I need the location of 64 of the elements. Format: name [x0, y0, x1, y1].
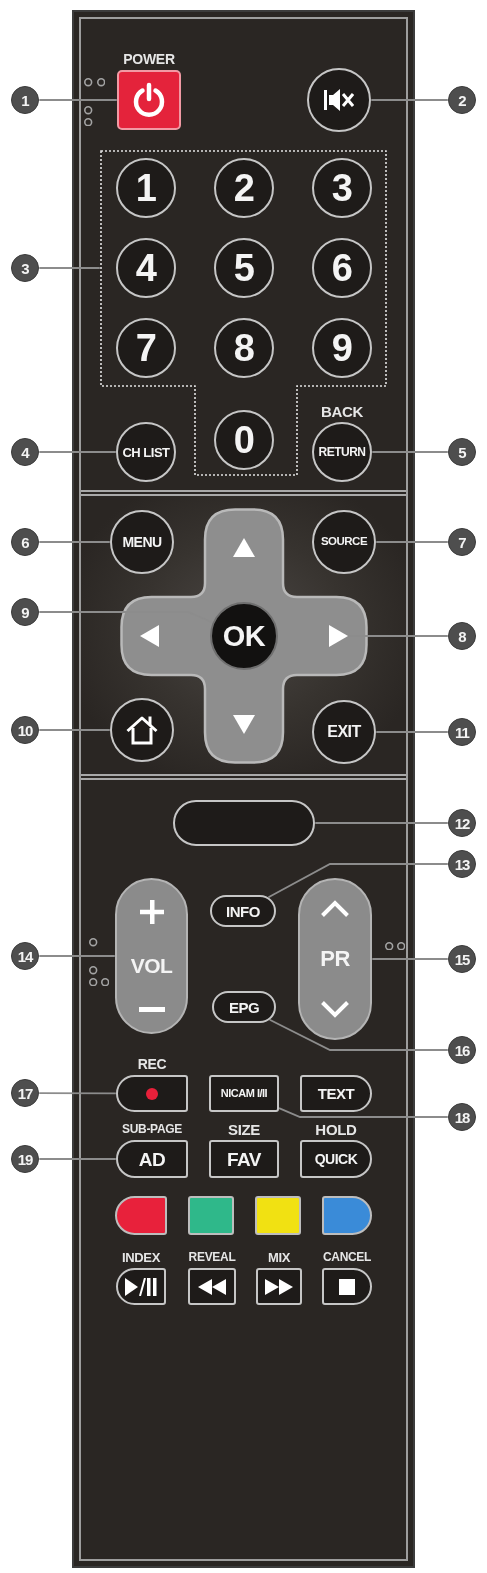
callout-number: 18 — [448, 1103, 476, 1131]
leader-line — [38, 1158, 117, 1160]
up-arrow-icon — [233, 538, 255, 557]
callout-number: 15 — [448, 945, 476, 973]
leader-line — [38, 955, 116, 957]
callout-number: 5 — [448, 438, 476, 466]
callout-number: 1 — [11, 86, 39, 114]
key-label: REVEAL — [188, 1250, 236, 1265]
callout-number: 16 — [448, 1036, 476, 1064]
leader-line — [268, 1018, 449, 1051]
color-key — [115, 1196, 167, 1235]
color-key — [188, 1196, 234, 1235]
leader-line — [278, 1107, 449, 1118]
square-key: AD — [116, 1140, 188, 1178]
leader-line — [375, 731, 449, 733]
leader-line — [267, 863, 449, 899]
left-arrow-icon — [140, 625, 159, 647]
callout-number: 11 — [448, 718, 476, 746]
callout-number: 7 — [448, 528, 476, 556]
callout-number: 4 — [11, 438, 39, 466]
key-label: HOLD — [315, 1122, 357, 1137]
callout-number: 14 — [11, 942, 39, 970]
right-arrow-icon — [329, 625, 348, 647]
callout-number: 3 — [11, 254, 39, 282]
key-label: REC — [137, 1057, 167, 1072]
pill-key: INFO — [210, 895, 276, 927]
callout-number: 9 — [11, 598, 39, 626]
pill-key — [173, 800, 315, 846]
leader-line — [38, 99, 118, 101]
pill-key: EPG — [212, 991, 276, 1023]
key-label: SIZE — [227, 1122, 261, 1137]
rocker-key: VOL — [115, 878, 188, 1034]
color-key — [255, 1196, 301, 1235]
key-label: MIX — [267, 1250, 291, 1265]
key-label: INDEX — [121, 1250, 161, 1265]
leader-line — [38, 267, 101, 269]
leader-line — [371, 451, 449, 453]
square-key: TEXT — [300, 1075, 372, 1112]
callout-number: 8 — [448, 622, 476, 650]
leader-line — [38, 729, 111, 731]
square-key: NICAM I/II — [209, 1075, 279, 1112]
key-label: BACK — [320, 404, 364, 419]
callout-number: 10 — [11, 716, 39, 744]
callout-number: 12 — [448, 809, 476, 837]
leader-line — [371, 958, 449, 960]
key-label: POWER — [123, 52, 175, 67]
leader-line — [370, 99, 449, 101]
square-key: QUICK — [300, 1140, 372, 1178]
rocker-key: PR — [298, 878, 372, 1040]
key-label: SUB-PAGE — [121, 1122, 183, 1137]
down-arrow-icon — [233, 715, 255, 734]
callout-number: 13 — [448, 850, 476, 878]
callout-number: 19 — [11, 1145, 39, 1173]
callout-number: 6 — [11, 528, 39, 556]
callout-number: 2 — [448, 86, 476, 114]
leader-line — [38, 541, 111, 543]
leader-line — [314, 822, 449, 824]
callout-number: 17 — [11, 1079, 39, 1107]
leader-line — [375, 541, 449, 543]
leader-line — [38, 1092, 117, 1095]
key-label: CANCEL — [322, 1250, 372, 1265]
leader-line — [38, 451, 117, 453]
color-key — [322, 1196, 372, 1235]
square-key: FAV — [209, 1140, 279, 1178]
